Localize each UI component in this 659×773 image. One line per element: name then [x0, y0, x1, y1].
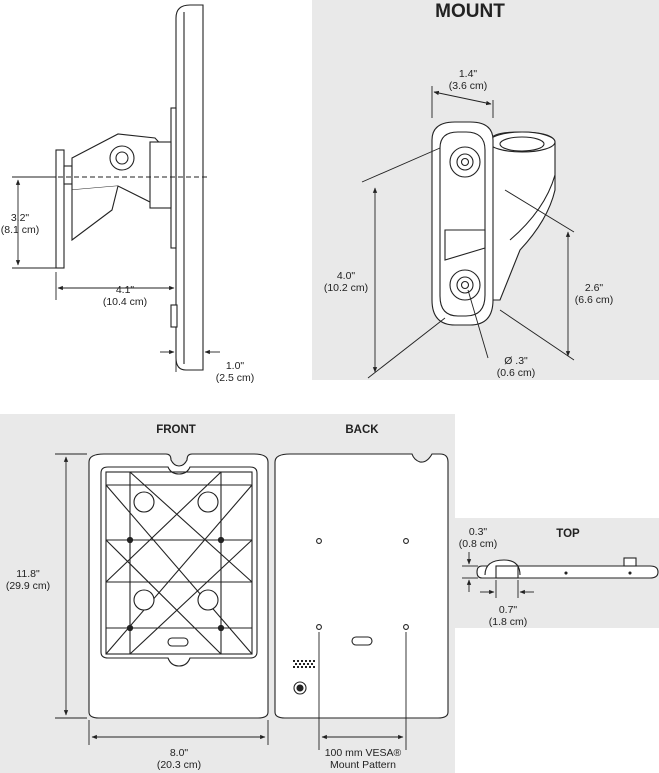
- front-dimensions: [55, 453, 269, 745]
- top-lip-dim: 0.7" (1.8 cm): [484, 604, 532, 628]
- vesa-label-line1: 100 mm VESA®: [324, 747, 402, 759]
- front-width-in: 8.0": [169, 747, 189, 759]
- mount-width-dim: 1.4" (3.6 cm): [440, 68, 496, 92]
- mount-height-in: 4.0": [336, 270, 356, 282]
- top-view-dimensions: [462, 552, 534, 598]
- front-height-in: 11.8": [16, 568, 40, 580]
- mount-hole-spacing-dim: 2.6" (6.6 cm): [568, 282, 620, 306]
- side-depth-in: 4.1": [115, 284, 135, 296]
- front-height-dim: 11.8" (29.9 cm): [0, 568, 56, 592]
- side-depth-cm: (10.4 cm): [102, 296, 148, 308]
- mount-hole-diameter-cm: (0.6 cm): [496, 367, 536, 379]
- side-thickness-in: 1.0": [225, 360, 245, 372]
- mount-hole-diameter-dim: Ø .3" (0.6 cm): [488, 355, 544, 379]
- top-title: TOP: [556, 528, 580, 540]
- top-thickness-dim: 0.3" (0.8 cm): [455, 526, 501, 550]
- top-lip-in: 0.7": [498, 604, 518, 616]
- side-view-dimensions: [12, 176, 220, 372]
- side-thickness-cm: (2.5 cm): [215, 372, 255, 384]
- side-view-drawing: [55, 4, 210, 371]
- front-title: FRONT: [156, 424, 196, 436]
- front-drawing: [88, 453, 269, 719]
- mount-plate: [431, 121, 494, 326]
- mount-hole-spacing-in: 2.6": [584, 282, 604, 294]
- vesa-dimension: [318, 632, 407, 750]
- side-height-dim: 3.2" (8.1 cm): [0, 212, 40, 236]
- mount-height-cm: (10.2 cm): [323, 282, 369, 294]
- front-height-cm: (29.9 cm): [5, 580, 51, 592]
- mount-width-in: 1.4": [458, 68, 478, 80]
- back-drawing: [274, 453, 449, 719]
- top-thickness-cm: (0.8 cm): [458, 538, 498, 550]
- front-outline: [88, 453, 269, 719]
- front-width-dim: 8.0" (20.3 cm): [148, 747, 210, 771]
- back-outline: [274, 453, 449, 719]
- mount-body: [487, 131, 556, 301]
- mount-height-dim: 4.0" (10.2 cm): [318, 270, 374, 294]
- wall-plate: [55, 149, 65, 269]
- mount-width-cm: (3.6 cm): [448, 80, 488, 92]
- top-view-body: [476, 565, 659, 579]
- back-title: BACK: [345, 424, 379, 436]
- vesa-label-line2: Mount Pattern: [330, 759, 396, 771]
- mount-hole-spacing-cm: (6.6 cm): [574, 294, 614, 306]
- side-depth-dim: 4.1" (10.4 cm): [95, 284, 155, 308]
- mount-drawing: [431, 121, 556, 326]
- back-speaker-grille: [293, 660, 315, 668]
- front-width-cm: (20.3 cm): [156, 759, 202, 771]
- top-thickness-in: 0.3": [468, 526, 488, 538]
- mount-dimensions: [361, 86, 575, 379]
- side-height-cm: (8.1 cm): [0, 224, 40, 236]
- tablet-back-plate: [170, 107, 177, 249]
- vesa-label: 100 mm VESA® Mount Pattern: [302, 747, 424, 771]
- mount-hole-diameter-in: Ø .3": [504, 355, 528, 367]
- mount-title: MOUNT: [435, 1, 505, 22]
- side-height-in: 3.2": [10, 212, 30, 224]
- side-thickness-dim: 1.0" (2.5 cm): [210, 360, 260, 384]
- top-view-drawing: [476, 557, 659, 579]
- tablet-profile: [175, 4, 204, 371]
- top-lip-cm: (1.8 cm): [488, 616, 528, 628]
